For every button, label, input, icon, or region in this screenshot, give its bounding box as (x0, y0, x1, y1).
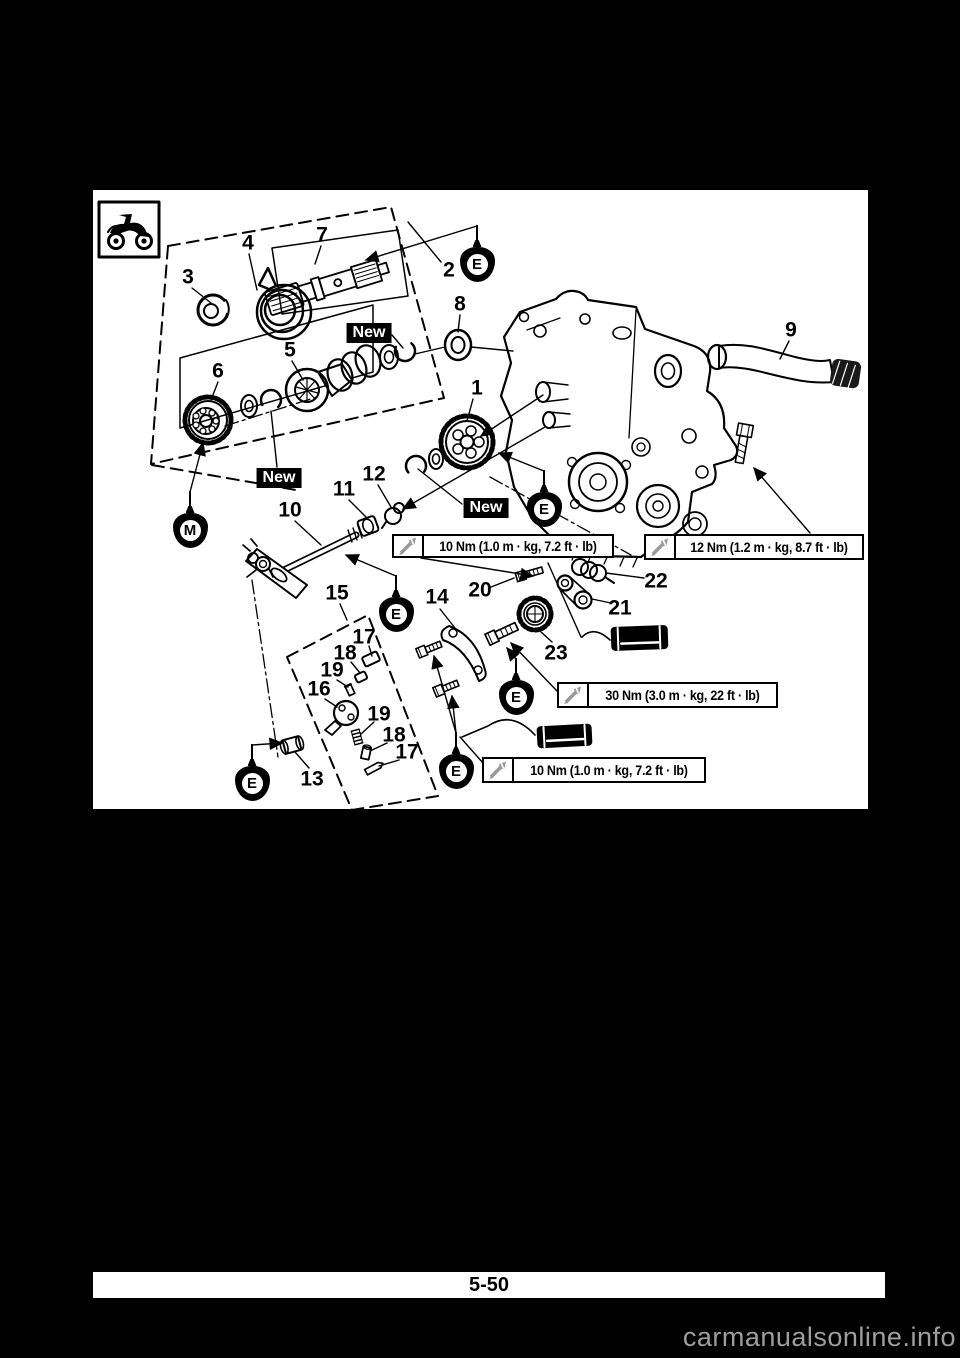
oil-type-letter: E (241, 773, 263, 794)
oil-type-letter: E (505, 687, 527, 708)
torque-spec-text: 30 Nm (3.0 m · kg, 22 ft · lb) (605, 687, 760, 703)
oil-bottle-body: E (526, 492, 562, 527)
part-number-22: 22 (644, 569, 668, 593)
oil-bottle-spout (451, 747, 461, 754)
oil-drip-line (251, 744, 253, 759)
part-number-18: 18 (333, 641, 357, 665)
oil-bottle-body: M (172, 513, 208, 548)
torque-spec-text: 10 Nm (1.0 m · kg, 7.2 ft · lb) (530, 762, 688, 778)
oil-bottle-spout (511, 673, 521, 680)
engine-oil-icon: E (498, 658, 534, 715)
part-14 (414, 625, 487, 698)
part-number-3: 3 (182, 265, 194, 289)
part-number-1: 1 (471, 376, 483, 400)
part-number-17: 17 (352, 625, 376, 649)
new-part-badge: New (463, 498, 509, 518)
torque-spec-text: 12 Nm (1.2 m · kg, 8.7 ft · lb) (690, 539, 848, 555)
part-number-21: 21 (608, 596, 632, 620)
oil-bottle-body: E (438, 754, 474, 789)
part-number-7: 7 (316, 223, 328, 247)
part-number-8: 8 (454, 292, 466, 316)
oil-drip-line (515, 658, 517, 673)
part-number-4: 4 (242, 231, 254, 255)
lever-bolt (734, 422, 755, 465)
part-number-17: 17 (395, 740, 419, 764)
part-number-16: 16 (307, 677, 331, 701)
part-4 (255, 266, 313, 341)
part-5 (284, 339, 417, 413)
oil-type-letter: E (385, 604, 407, 625)
torque-spec-text: 10 Nm (1.0 m · kg, 7.2 ft · lb) (439, 538, 597, 554)
oil-bottle-body: E (459, 247, 495, 282)
engine-oil-icon: E (378, 575, 414, 632)
oil-bottle-spout (539, 485, 549, 492)
engine-oil-icon: E (459, 225, 495, 282)
part-number-15: 15 (325, 581, 349, 605)
molybdenum-oil-icon: M (172, 491, 208, 548)
wrench-icon (646, 536, 676, 558)
oil-type-letter: E (533, 499, 555, 520)
wrench-icon (394, 536, 424, 556)
part-number-9: 9 (785, 318, 797, 342)
oil-bottle-body: E (234, 766, 270, 801)
oil-bottle-spout (391, 590, 401, 597)
torque-spec: 12 Nm (1.2 m · kg, 8.7 ft · lb) (644, 534, 864, 560)
oil-bottle-spout (247, 759, 257, 766)
part-number-6: 6 (212, 359, 224, 383)
torque-spec: 10 Nm (1.0 m · kg, 7.2 ft · lb) (392, 534, 614, 558)
part-21 (556, 574, 593, 610)
part-number-13: 13 (300, 767, 324, 791)
part-number-5: 5 (284, 338, 296, 362)
page-footer-strip: 5-50 (93, 1272, 885, 1298)
part-6 (182, 388, 283, 446)
part-number-19: 19 (367, 702, 391, 726)
part-3 (196, 293, 233, 327)
part-1 (404, 413, 496, 478)
part-number-14: 14 (425, 585, 449, 609)
part-number-11: 11 (332, 477, 356, 501)
oil-bottle-spout (472, 240, 482, 247)
part-12 (381, 502, 405, 529)
part-10 (242, 525, 363, 599)
oil-drip-line (455, 732, 457, 747)
new-part-badge: New (256, 468, 302, 488)
watermark: carmanualsonline.info (682, 1322, 956, 1352)
wrench-icon (484, 759, 514, 781)
sealant-tube-icon (461, 625, 669, 749)
wrench-icon (559, 684, 589, 706)
engine-oil-icon: E (234, 744, 270, 801)
oil-drip-line (189, 491, 191, 506)
part-number-10: 10 (278, 498, 302, 522)
new-part-badge: New (346, 323, 392, 343)
motorcycle-icon (97, 200, 161, 259)
part-number-2: 2 (443, 258, 455, 282)
engine-oil-icon: E (438, 732, 474, 789)
part-16-group (324, 650, 384, 776)
torque-spec: 10 Nm (1.0 m · kg, 7.2 ft · lb) (482, 757, 706, 783)
engine-oil-icon: E (526, 470, 562, 527)
part-number-20: 20 (468, 578, 492, 602)
oil-bottle-body: E (378, 597, 414, 632)
oil-type-letter: M (179, 520, 201, 541)
oil-bottle-body: E (498, 680, 534, 715)
oil-type-letter: E (466, 254, 488, 275)
part-23 (484, 595, 554, 647)
oil-drip-line (543, 470, 545, 485)
oil-type-letter: E (445, 761, 467, 782)
apply-oil-leaders (189, 225, 811, 751)
part-number-12: 12 (362, 462, 386, 486)
page-number: 5-50 (468, 1273, 510, 1296)
leader-lines (191, 221, 790, 769)
oil-bottle-spout (185, 506, 195, 513)
part-7 (264, 258, 390, 316)
oil-drip-line (395, 575, 397, 590)
part-number-19: 19 (320, 658, 344, 682)
kick-lever (706, 343, 862, 389)
part-number-18: 18 (382, 723, 406, 747)
torque-spec: 30 Nm (3.0 m · kg, 22 ft · lb) (557, 682, 778, 708)
part-number-23: 23 (544, 641, 568, 665)
oil-drip-line (476, 225, 478, 240)
